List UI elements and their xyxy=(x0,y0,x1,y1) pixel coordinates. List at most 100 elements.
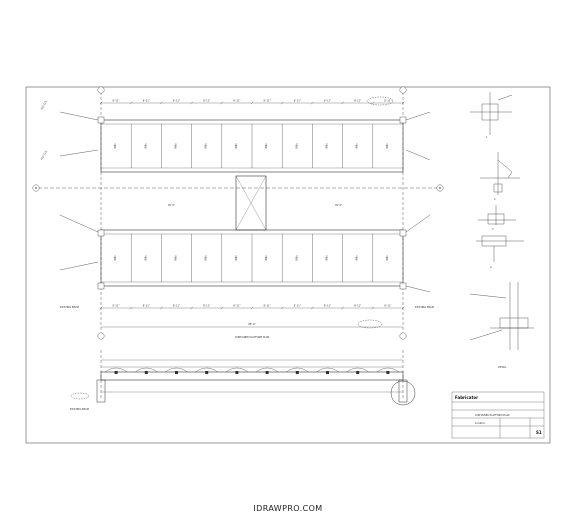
dimension-tick xyxy=(280,306,284,310)
callout-existing-beam-1: EXISTING BEAM xyxy=(60,306,79,309)
span-label: 8'-11" xyxy=(173,305,180,308)
elevation-brace xyxy=(346,367,369,373)
span-label: 8'-11" xyxy=(294,305,301,308)
elevation-brace xyxy=(376,367,400,373)
dimension-tick xyxy=(371,306,375,310)
dimension-tick xyxy=(99,101,103,105)
callout-hss-1: HSS COL. xyxy=(40,99,48,110)
title-block-location: Location xyxy=(475,422,486,425)
dim-overall: 88'-0" xyxy=(248,323,255,326)
beam-label: W8x xyxy=(114,143,117,149)
dim-right: 45'-0" xyxy=(335,204,342,207)
dimension-tick xyxy=(220,306,224,310)
plan-title: CONTAINER PLATFORM PLAN xyxy=(235,336,270,339)
title-block xyxy=(451,391,545,439)
title-block-sheet-no: S1 xyxy=(536,430,542,435)
dimension-tick xyxy=(129,101,133,105)
span-label: 8'-11" xyxy=(294,100,301,103)
beam-label: W8x xyxy=(235,255,238,261)
span-label: 8'-11" xyxy=(173,100,180,103)
span-label: 8'-11" xyxy=(324,100,331,103)
detail-label-2: 2 xyxy=(494,198,496,201)
dim-left: 45'-0" xyxy=(168,204,175,207)
beam-label: W8x xyxy=(295,255,298,261)
elevation-clip xyxy=(175,371,178,374)
dimension-tick xyxy=(311,101,314,105)
elevation-clip xyxy=(205,371,209,374)
dimension-tick xyxy=(341,101,344,105)
elevation-clip xyxy=(144,371,148,374)
connection-details xyxy=(469,92,534,350)
span-label: 8'-11" xyxy=(143,305,150,308)
dimension-tick xyxy=(311,306,314,310)
elevation-clip xyxy=(265,371,269,374)
elevation-brace xyxy=(286,367,309,373)
detail-label-3: 3 xyxy=(492,228,494,231)
dimension-tick xyxy=(160,101,163,105)
span-label: 8'-11" xyxy=(354,305,361,308)
grid-bubble-left: B xyxy=(35,186,37,190)
sheet-border xyxy=(25,86,551,444)
dimension-tick xyxy=(129,306,133,310)
span-label: 8'-11" xyxy=(324,305,331,308)
span-label: 8'-11" xyxy=(203,100,210,103)
elevation-clip xyxy=(235,371,239,374)
beam-label: W8x xyxy=(235,143,238,149)
span-label: 8'-11" xyxy=(143,100,150,103)
beam-label: W8x xyxy=(265,255,268,261)
dimension-tick xyxy=(160,306,163,310)
span-label: 8'-11" xyxy=(264,305,271,308)
title-block-project: CONTAINER PLATFORM PLAN xyxy=(475,414,510,417)
span-label: 8'-11" xyxy=(384,305,391,308)
span-label: 8'-11" xyxy=(354,100,361,103)
span-label: 8'-11" xyxy=(113,100,120,103)
beam-label: W8x xyxy=(114,255,117,261)
elevation-brace xyxy=(255,367,279,373)
elevation-brace xyxy=(135,367,158,373)
dimension-tick xyxy=(190,101,193,105)
beam-label: W8x xyxy=(326,143,329,149)
beam-label: W8x xyxy=(144,143,147,149)
callout-existing-beam-2: EXISTING BEAM xyxy=(415,306,434,309)
elevation-clip xyxy=(114,371,118,374)
elevation-brace xyxy=(195,367,218,373)
beam-label: W8x xyxy=(295,143,298,149)
plan-callouts: HSS COL. HSS COL. EXISTING BEAM EXISTING… xyxy=(40,99,434,411)
beam-label: W8x xyxy=(205,143,208,149)
beam-label: W8x xyxy=(175,255,178,261)
beam-label: W8x xyxy=(144,255,147,261)
elevation-brace xyxy=(165,367,188,373)
detail-label-4: 4 xyxy=(490,266,492,269)
elevation-bracing xyxy=(104,367,400,374)
span-dimensions-bottom: 8'-11" 8'-11" 8'-11" 8'-11" 8'-11" 8'-11" 8'-1… xyxy=(99,305,405,310)
callout-hss-2: HSS COL. xyxy=(40,149,48,160)
detail-label-5: DETAIL xyxy=(498,366,507,369)
elevation-brace xyxy=(316,367,339,373)
dimension-tick xyxy=(341,306,344,310)
span-label: 8'-11" xyxy=(384,100,391,103)
span-label: 8'-11" xyxy=(113,305,120,308)
elevation-brace xyxy=(104,367,128,373)
detail-label-1: 1 xyxy=(486,136,488,139)
dimension-tick xyxy=(401,306,405,310)
title-block-company: Fabricator xyxy=(455,395,478,400)
elevation-clip xyxy=(326,371,329,374)
beam-label: W8x xyxy=(175,143,178,149)
elevation-clip xyxy=(386,371,390,374)
dimension-tick xyxy=(250,101,254,105)
dimension-tick xyxy=(280,101,284,105)
span-label: 8'-11" xyxy=(233,305,240,308)
grid-bubble-right: B xyxy=(439,186,441,190)
dimension-tick xyxy=(371,101,375,105)
span-label: 8'-11" xyxy=(233,100,240,103)
beam-label: W8x xyxy=(356,143,359,149)
dimension-tick xyxy=(99,306,103,310)
beam-label: W8x xyxy=(326,255,329,261)
span-dimensions-top: 8'-11" 8'-11" 8'-11" 8'-11" 8'-11" 8'-11" 8'-1… xyxy=(99,100,405,105)
dimension-tick xyxy=(220,101,224,105)
beam-label: W8x xyxy=(356,255,359,261)
beam-label: W8x xyxy=(205,255,208,261)
